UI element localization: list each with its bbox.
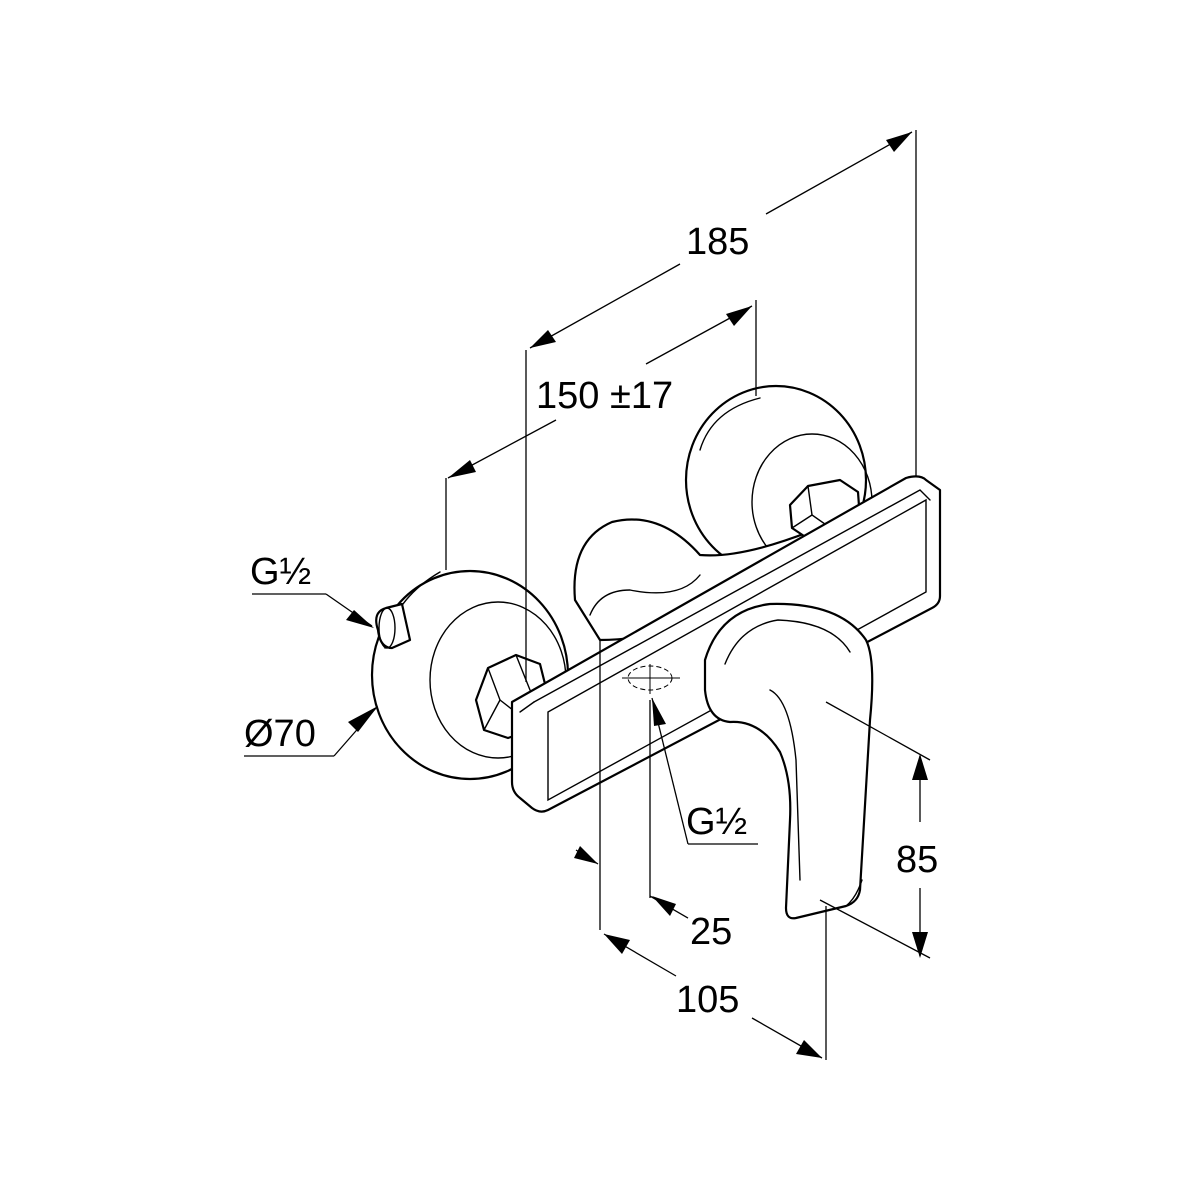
escutcheon-diameter-label: Ø70: [244, 713, 316, 755]
arrowhead: [574, 846, 598, 864]
arrowhead: [886, 132, 912, 152]
inlet-pipe-stub: [375, 602, 412, 650]
dimension-label-185: 185: [686, 221, 749, 263]
dimension-handle-height: 85: [819, 701, 938, 959]
arrowhead: [348, 706, 378, 732]
outlet-thread-label: G½: [686, 801, 747, 843]
arrowhead: [652, 698, 666, 726]
escutcheon-diameter-callout: Ø70: [244, 706, 378, 757]
arrowhead: [530, 330, 556, 348]
dimension-label-85: 85: [896, 839, 938, 881]
arrowhead: [912, 932, 928, 958]
arrowhead: [912, 754, 928, 780]
arrowhead: [346, 610, 374, 628]
outlet-thread-callout: G½: [651, 697, 758, 845]
lever-handle: [703, 602, 874, 920]
dimension-inlet-spacing: 150 ±17: [445, 300, 757, 570]
dimension-outlet-offset: 25: [574, 640, 732, 953]
arrowhead: [726, 306, 752, 326]
arrowhead: [796, 1040, 822, 1058]
dimension-projection: 105: [603, 906, 827, 1060]
dimension-label-150: 150 ±17: [536, 375, 673, 417]
outlet-thread-marker: [622, 664, 680, 694]
arrowhead: [604, 934, 630, 954]
arrowhead: [448, 460, 476, 478]
inlet-thread-label: G½: [250, 551, 311, 593]
dimension-overall-length: 185: [525, 130, 917, 682]
arrowhead: [652, 896, 676, 916]
inlet-thread-callout: G½: [250, 551, 374, 628]
dimension-label-105: 105: [676, 979, 739, 1021]
dimension-label-25: 25: [690, 911, 732, 953]
